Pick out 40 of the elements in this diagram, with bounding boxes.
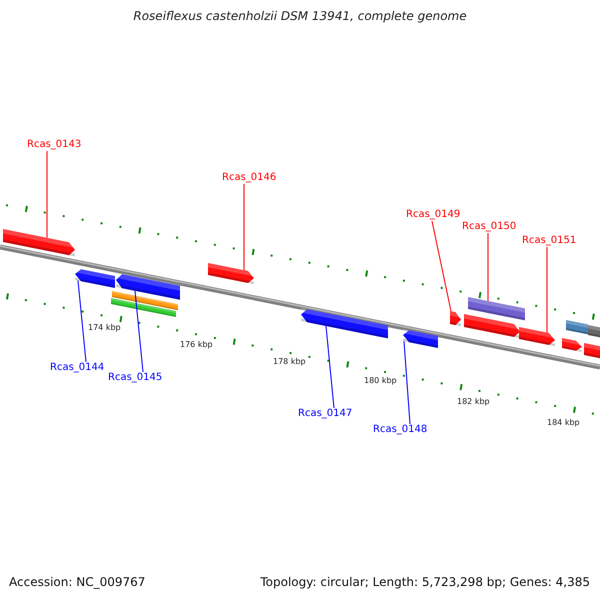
gene-block [112,291,178,310]
gene-label: Rcas_0151 [522,235,576,247]
gene-label: Rcas_0145 [108,372,162,384]
gene-block [208,263,254,284]
scale-label: 180 kbp [364,376,397,386]
gene-label: Rcas_0143 [27,139,82,151]
gene-label: Rcas_0148 [373,424,428,436]
gene-label: Rcas_0147 [298,408,352,420]
chart-title: Roseiflexus castenholzii DSM 13941, complete genome [132,9,468,23]
leader-line [46,150,48,238]
gene-block [301,308,388,338]
scale-label: 176 kbp [180,340,213,350]
gene-block [3,229,75,256]
leader-line [78,280,86,362]
gene-block [562,338,582,352]
gene-block [566,320,588,334]
gene-block [519,327,555,346]
gene-block [584,343,600,358]
gene-block [75,268,115,288]
gene-block [588,325,600,338]
gene-label: Rcas_0144 [50,362,104,374]
leader-line [432,220,452,312]
genome-summary-text: Topology: circular; Length: 5,723,298 bp; Genes: 4,385 [260,575,590,589]
scale-label: 174 kbp [88,323,121,333]
leader-line [404,340,410,424]
gene-label: Rcas_0150 [462,221,516,233]
gene-label: Rcas_0146 [222,172,276,184]
gene-block [403,329,438,348]
gene-block [464,314,520,338]
gene-label: Rcas_0149 [406,209,460,221]
gene-block [450,311,461,326]
leader-line [134,290,144,372]
leader-line [546,246,548,334]
scale-label: 184 kbp [547,418,580,428]
accession-text: Accession: NC_009767 [9,575,146,589]
scale-label: 178 kbp [273,357,306,367]
gene-block [111,298,176,317]
leader-line [326,326,334,408]
gene-block [468,297,525,320]
scale-label: 182 kbp [457,397,490,407]
